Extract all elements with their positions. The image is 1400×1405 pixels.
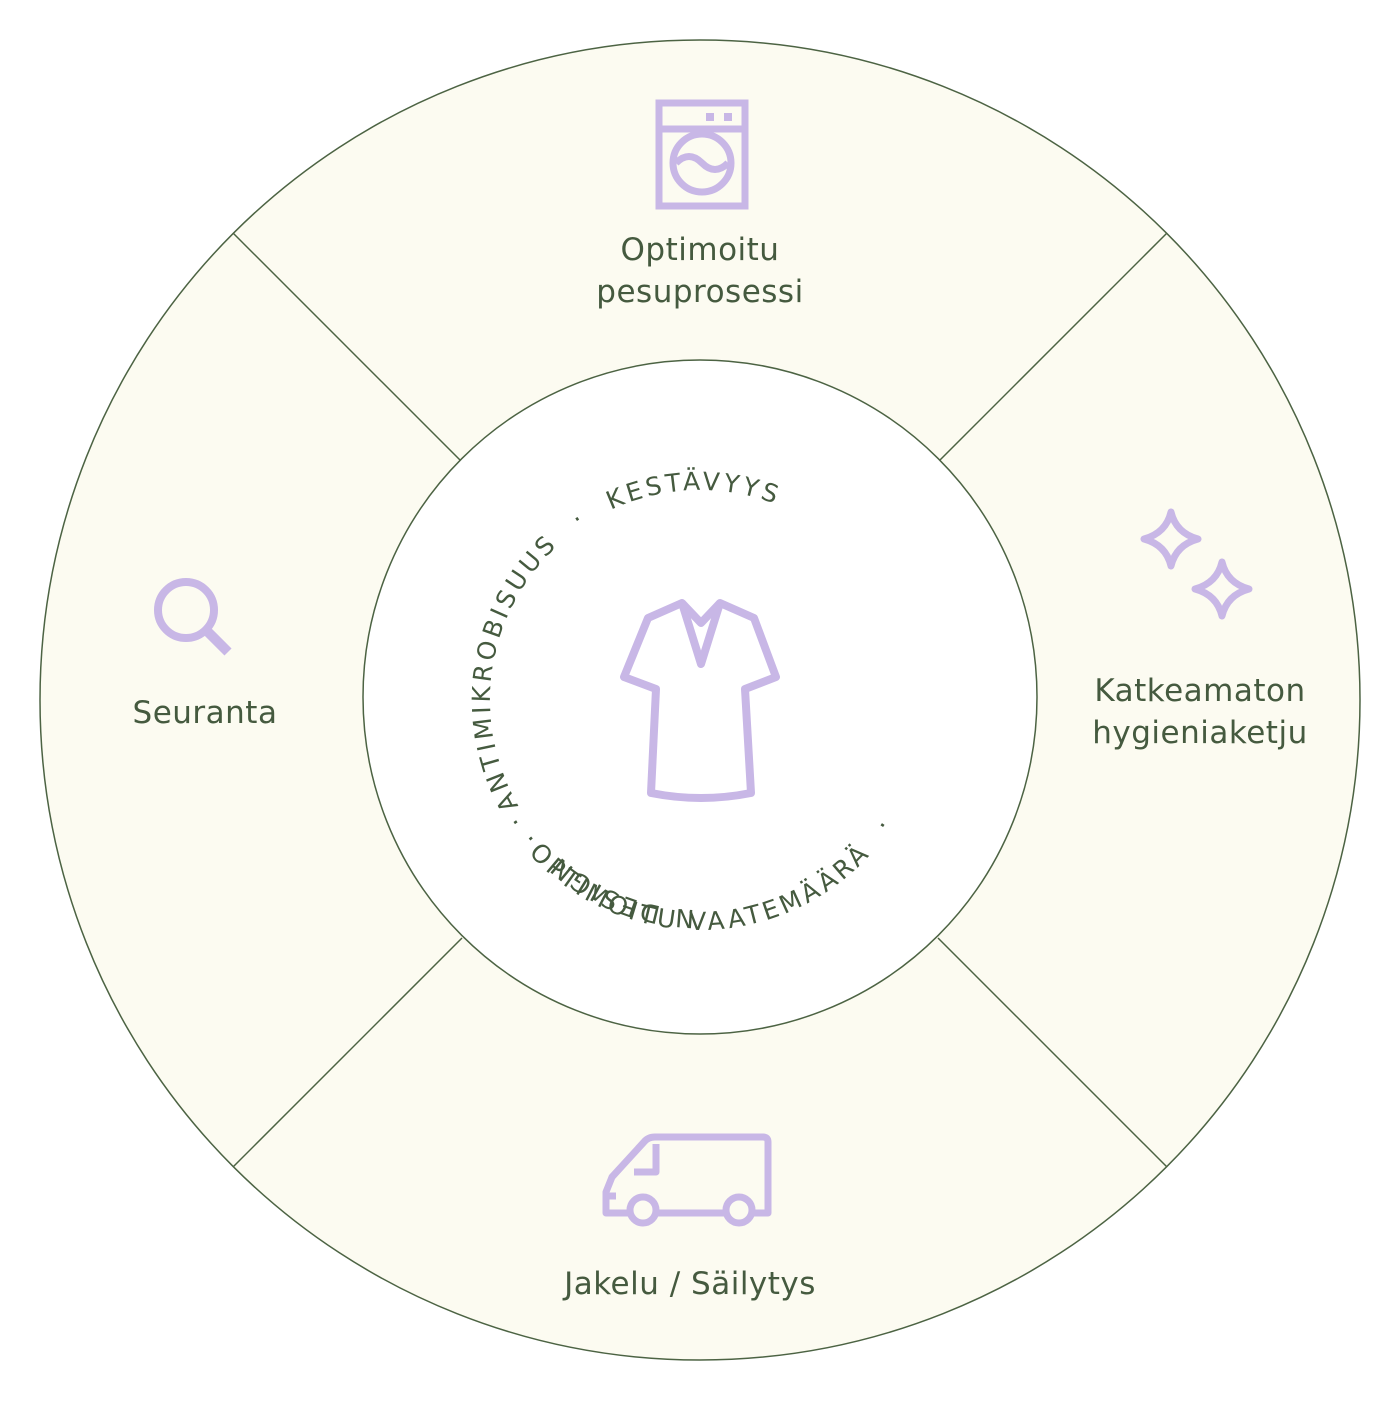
segment-label-top: Optimoitu pesuprosessi xyxy=(500,229,900,313)
divider-bottom-left xyxy=(232,937,463,1168)
magnifier-icon xyxy=(154,578,232,656)
segment-label-right: Katkeamaton hygieniaketju xyxy=(1060,670,1340,754)
divider-top-left xyxy=(232,232,463,463)
segment-left-line1: Seuranta xyxy=(132,695,278,731)
washing-machine-icon xyxy=(655,99,749,210)
segment-top-line2: pesuprosessi xyxy=(596,274,804,310)
segment-bottom-line1: Jakelu / Säilytys xyxy=(564,1266,816,1302)
inner-circle xyxy=(362,359,1038,1035)
delivery-van-icon xyxy=(602,1133,772,1227)
segment-label-bottom: Jakelu / Säilytys xyxy=(480,1263,900,1305)
sparkles-icon xyxy=(1140,508,1253,620)
divider-top-right xyxy=(937,232,1168,463)
segment-label-left: Seuranta xyxy=(90,692,320,734)
segment-top-line1: Optimoitu xyxy=(620,232,780,268)
divider-bottom-right xyxy=(937,937,1168,1168)
shirt-icon xyxy=(620,599,780,802)
segment-right-line1: Katkeamaton xyxy=(1094,673,1306,709)
segment-right-line2: hygieniaketju xyxy=(1092,715,1308,751)
